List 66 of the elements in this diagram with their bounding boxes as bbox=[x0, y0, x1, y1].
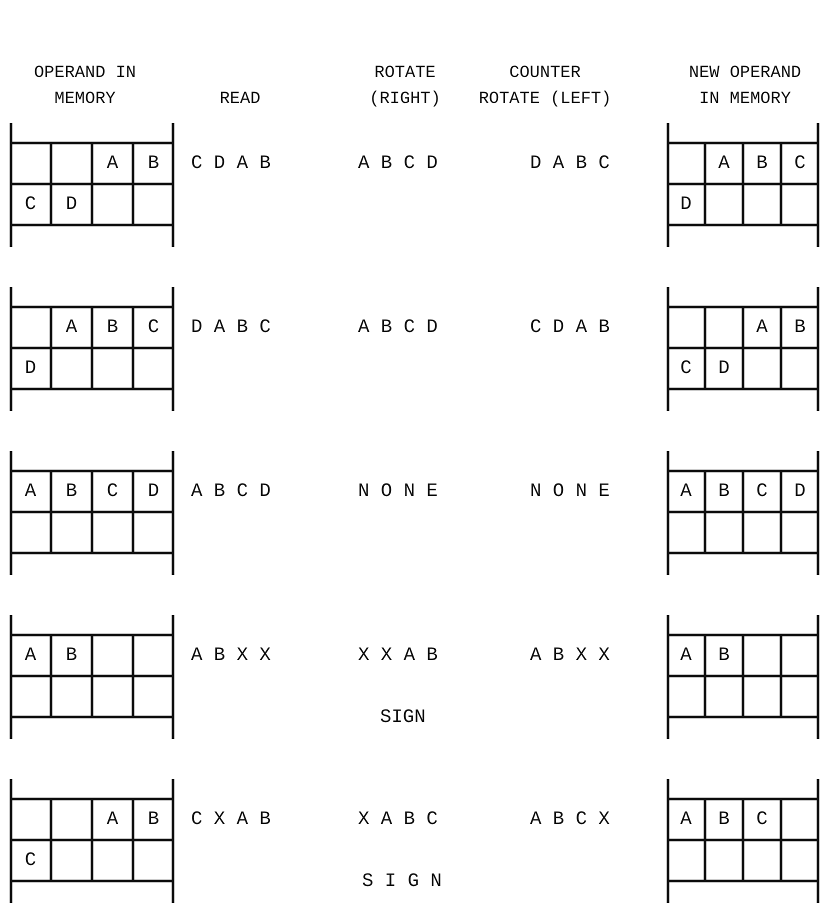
memory-grid bbox=[667, 287, 819, 411]
cell-letter: B bbox=[717, 645, 731, 665]
cell-letter: B bbox=[755, 153, 769, 173]
cell-letter: C bbox=[106, 481, 120, 501]
column-header: OPERAND IN MEMORY bbox=[32, 63, 138, 111]
cell-letter: A bbox=[679, 645, 693, 665]
byte-sequence: D A B C bbox=[191, 317, 271, 337]
byte-sequence: A B X X bbox=[530, 645, 610, 665]
cell-letter: C bbox=[755, 481, 769, 501]
memory-grid bbox=[10, 123, 174, 247]
byte-sequence: SIGN bbox=[380, 707, 426, 727]
byte-sequence: C X A B bbox=[191, 809, 271, 829]
byte-sequence: X A B C bbox=[358, 809, 438, 829]
memory-grid bbox=[10, 451, 174, 575]
cell-letter: C bbox=[793, 153, 807, 173]
byte-sequence: N O N E bbox=[358, 481, 438, 501]
byte-sequence: A B C D bbox=[191, 481, 271, 501]
byte-sequence: A B X X bbox=[191, 645, 271, 665]
memory-grid bbox=[667, 451, 819, 575]
byte-sequence: C D A B bbox=[530, 317, 610, 337]
column-header: NEW OPERAND IN MEMORY bbox=[688, 63, 802, 111]
memory-grid bbox=[10, 779, 174, 903]
cell-letter: A bbox=[679, 481, 693, 501]
cell-letter: B bbox=[146, 153, 160, 173]
cell-letter: C bbox=[146, 317, 160, 337]
cell-letter: B bbox=[717, 809, 731, 829]
cell-letter: B bbox=[717, 481, 731, 501]
cell-letter: B bbox=[64, 645, 78, 665]
cell-letter: A bbox=[755, 317, 769, 337]
cell-letter: B bbox=[106, 317, 120, 337]
cell-letter: A bbox=[717, 153, 731, 173]
byte-sequence: A B C D bbox=[358, 317, 438, 337]
memory-grid bbox=[667, 615, 819, 739]
cell-letter: A bbox=[24, 481, 38, 501]
cell-letter: C bbox=[755, 809, 769, 829]
cell-letter: C bbox=[679, 358, 693, 378]
byte-sequence: D A B C bbox=[530, 153, 610, 173]
memory-grid bbox=[667, 779, 819, 903]
cell-letter: A bbox=[106, 153, 120, 173]
byte-sequence: X X A B bbox=[358, 645, 438, 665]
cell-letter: A bbox=[64, 317, 78, 337]
cell-letter: D bbox=[717, 358, 731, 378]
cell-letter: D bbox=[64, 194, 78, 214]
cell-letter: D bbox=[679, 194, 693, 214]
memory-grid bbox=[10, 287, 174, 411]
cell-letter: B bbox=[64, 481, 78, 501]
cell-letter: A bbox=[106, 809, 120, 829]
cell-letter: D bbox=[24, 358, 38, 378]
cell-letter: A bbox=[24, 645, 38, 665]
byte-sequence: N O N E bbox=[530, 481, 610, 501]
memory-grid bbox=[10, 615, 174, 739]
byte-sequence: C D A B bbox=[191, 153, 271, 173]
cell-letter: B bbox=[146, 809, 160, 829]
byte-sequence: S I G N bbox=[362, 871, 442, 891]
byte-sequence: A B C X bbox=[530, 809, 610, 829]
cell-letter: A bbox=[679, 809, 693, 829]
column-header: COUNTER ROTATE (LEFT) bbox=[478, 63, 612, 111]
cell-letter: D bbox=[146, 481, 160, 501]
cell-letter: B bbox=[793, 317, 807, 337]
column-header: READ bbox=[218, 89, 262, 111]
cell-letter: C bbox=[24, 850, 38, 870]
cell-letter: C bbox=[24, 194, 38, 214]
byte-sequence: A B C D bbox=[358, 153, 438, 173]
cell-letter: D bbox=[793, 481, 807, 501]
column-header: ROTATE (RIGHT) bbox=[368, 63, 442, 111]
memory-grid bbox=[667, 123, 819, 247]
